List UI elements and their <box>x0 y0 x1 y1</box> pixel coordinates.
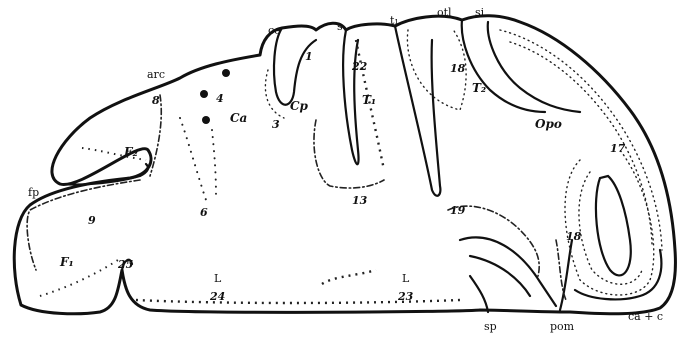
label-s: s <box>337 20 343 33</box>
label-1: 1 <box>305 50 313 63</box>
sulcus-otl <box>462 20 545 112</box>
label-24: 24 <box>209 290 225 303</box>
label-l-right: L <box>402 272 410 285</box>
label-fp: fp <box>28 186 39 199</box>
label-f2: F₂ <box>123 145 138 159</box>
label-ca-c: ca + c <box>628 310 663 323</box>
marks-l-cluster <box>322 270 376 284</box>
label-t2: T₂ <box>472 81 486 95</box>
label-ce: ce <box>268 24 281 37</box>
label-t1-area: T₁ <box>362 93 376 107</box>
label-si: si <box>475 6 485 19</box>
label-25: 25 <box>117 258 133 271</box>
label-8: 8 <box>152 94 160 107</box>
label-ca: Ca <box>230 111 247 125</box>
label-t1: t₁ <box>390 14 399 27</box>
label-l-left: L <box>214 272 222 285</box>
label-23: 23 <box>397 290 414 303</box>
marks-6 <box>180 118 206 200</box>
label-22: 22 <box>351 60 368 73</box>
sulcus-sp <box>470 276 488 312</box>
sulcus-s <box>343 30 358 164</box>
label-arc: arc <box>147 68 165 81</box>
dot-4-a <box>222 69 230 77</box>
label-opo: Opo <box>535 117 562 131</box>
border-17-inner <box>579 172 642 284</box>
sulcus-t1 <box>395 26 440 196</box>
label-otl: otl <box>437 6 452 19</box>
border-opo <box>500 30 662 250</box>
label-18-upper: 18 <box>450 62 466 75</box>
dot-4-b <box>200 90 208 98</box>
border-17 <box>565 150 654 295</box>
label-13: 13 <box>352 194 368 207</box>
label-pom: pom <box>550 320 575 333</box>
label-18-lower: 18 <box>566 230 582 243</box>
label-3: 3 <box>272 118 280 131</box>
label-17: 17 <box>610 142 626 155</box>
label-6: 6 <box>200 206 208 219</box>
label-9: 9 <box>88 214 96 227</box>
sulcus-cingulate-fork <box>460 237 556 306</box>
dot-4-c <box>202 116 210 124</box>
label-f1: F₁ <box>59 255 74 269</box>
marks-ca-column <box>212 130 216 196</box>
sulcus-calcarine <box>596 176 631 275</box>
label-cp: Cp <box>290 99 309 113</box>
label-4: 4 <box>216 92 224 105</box>
border-9 <box>27 180 140 270</box>
sulcus-central <box>274 28 316 105</box>
label-19: 19 <box>450 204 466 217</box>
label-sp: sp <box>484 320 497 333</box>
marks-f1 <box>40 260 118 296</box>
